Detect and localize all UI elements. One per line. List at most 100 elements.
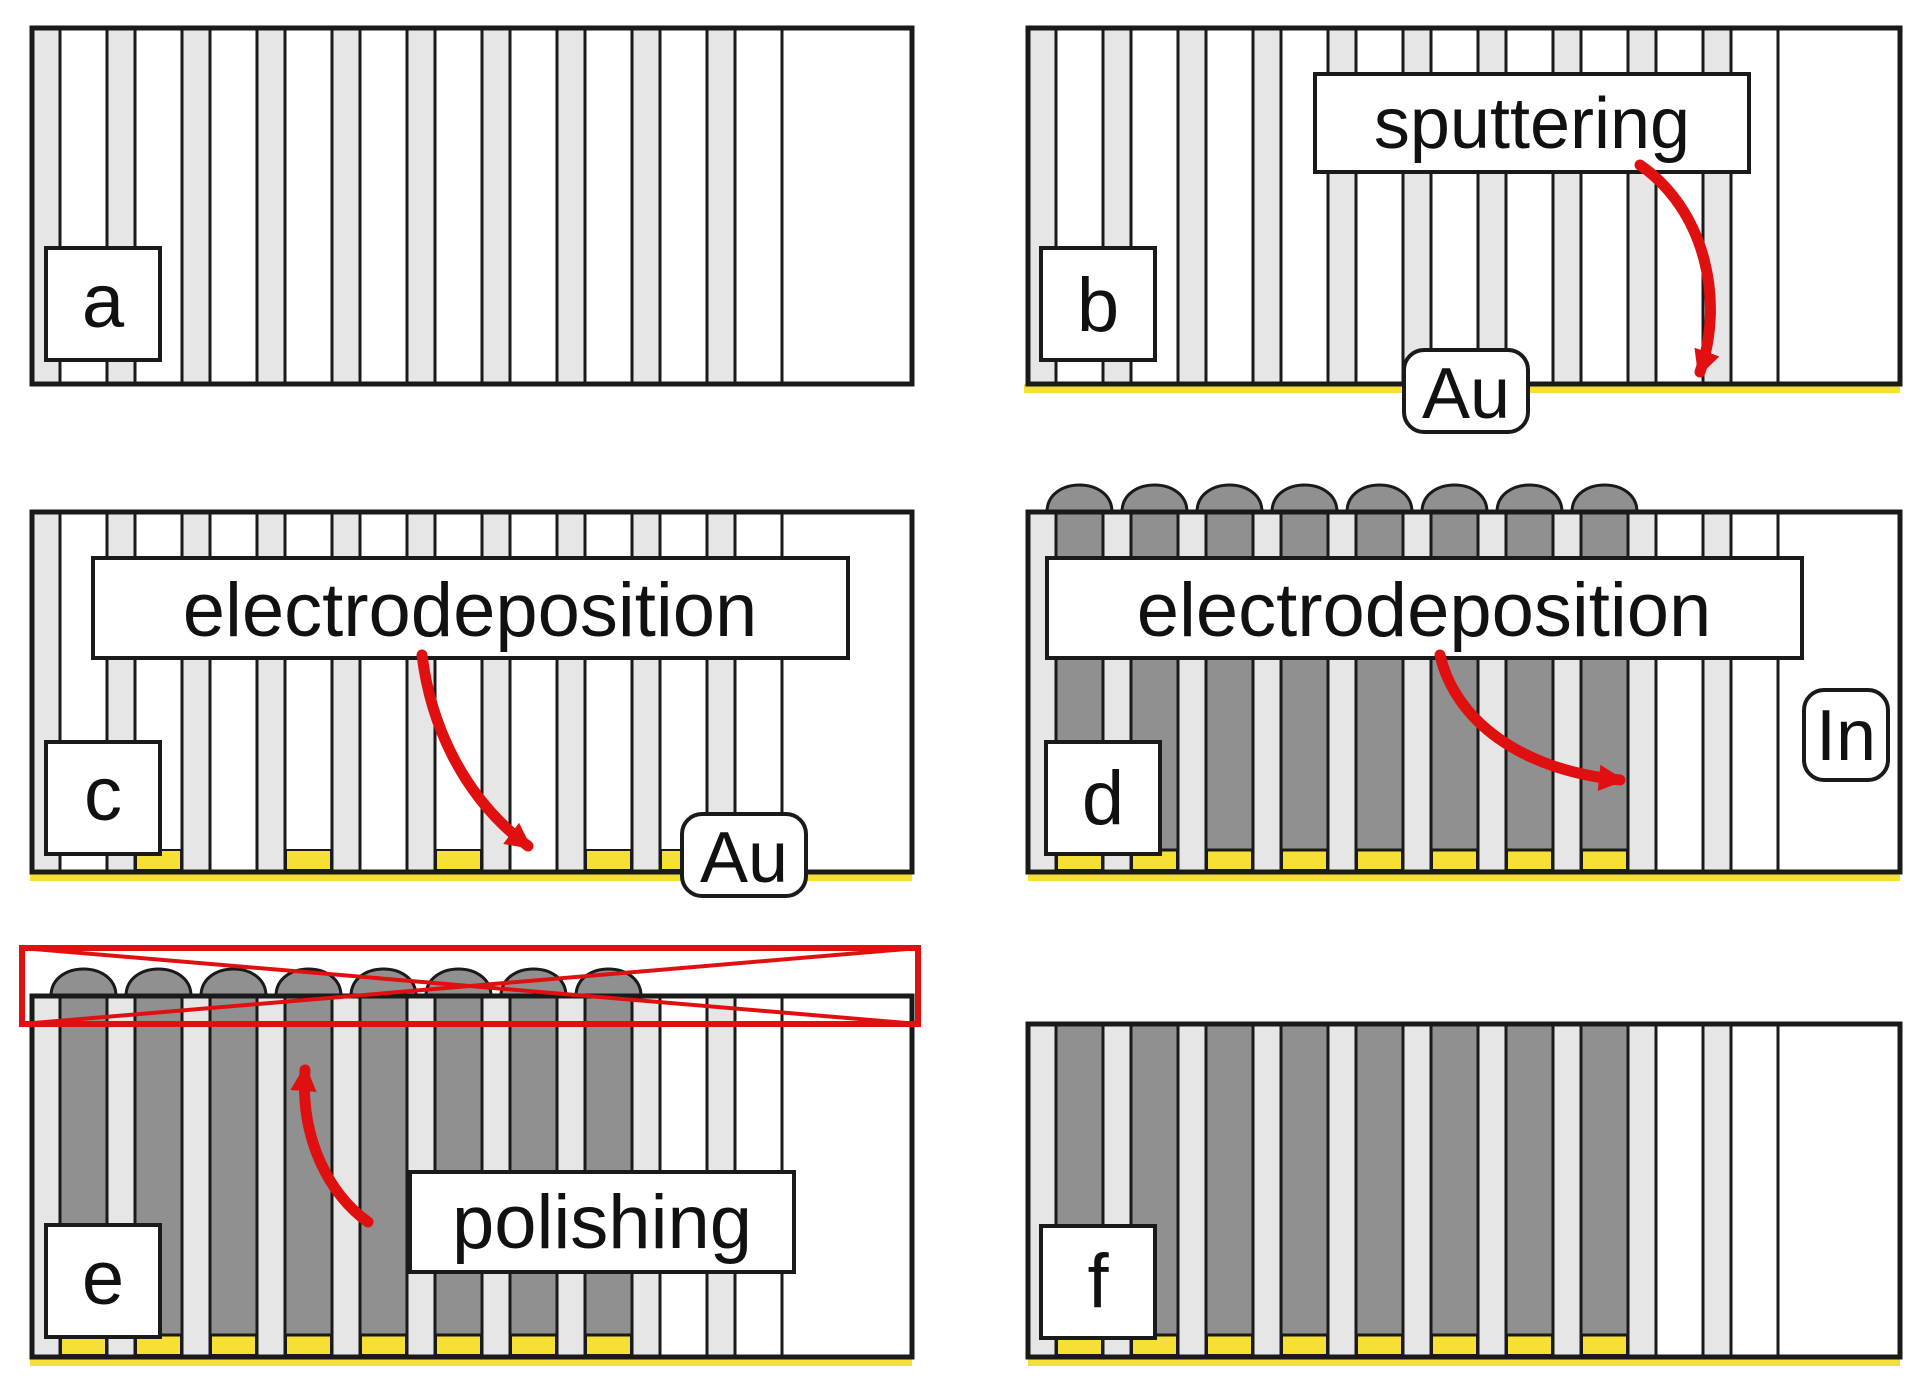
indium-badge: In — [1802, 688, 1890, 782]
gold-plug — [1581, 1334, 1628, 1356]
panel-e-label-box: e — [44, 1223, 162, 1339]
indium-label: In — [1816, 696, 1876, 776]
gold-plug — [1281, 849, 1328, 871]
pore — [1204, 26, 1255, 386]
gold-plug — [1506, 849, 1553, 871]
panel-f-label: f — [1087, 1239, 1109, 1324]
panel-d-label-box: d — [1044, 740, 1162, 856]
indium-cap — [1195, 483, 1264, 514]
pore — [508, 26, 559, 386]
electrodeposition-arrow-c — [416, 649, 534, 852]
electrodeposition-label-c: electrodeposition — [183, 568, 758, 653]
pore — [583, 26, 634, 386]
panel-d-frame — [1025, 509, 1903, 875]
panel-d-label: d — [1082, 756, 1124, 841]
panel-e: e polishing — [19, 945, 921, 1366]
indium-wire — [433, 994, 484, 1337]
gold-plug — [435, 849, 482, 871]
indium-cap — [1120, 483, 1189, 514]
indium-wire — [1429, 1022, 1480, 1337]
gold-badge-c: Au — [680, 812, 808, 898]
gold-plug — [1581, 849, 1628, 871]
panel-b-label: b — [1077, 263, 1119, 348]
indium-wire — [508, 994, 559, 1337]
pore — [283, 26, 334, 386]
pore — [358, 26, 409, 386]
indium-wire — [583, 994, 634, 1337]
polishing-arrow — [290, 1064, 374, 1228]
pore — [1654, 1022, 1705, 1359]
polishing-label: polishing — [452, 1180, 752, 1265]
gold-plug — [1281, 1334, 1328, 1356]
panel-a-label: a — [82, 259, 125, 344]
gold-label-b: Au — [1422, 354, 1510, 434]
gold-label-c: Au — [700, 818, 788, 898]
panel-f-gold-layer — [1028, 1357, 1900, 1366]
pore — [733, 26, 784, 386]
gold-plug — [585, 1334, 632, 1356]
sputtering-callout: sputtering — [1313, 72, 1751, 174]
gold-plug — [1356, 849, 1403, 871]
indium-cap — [1045, 483, 1114, 514]
panel-d-gold-layer — [1028, 872, 1900, 881]
gold-plug — [1506, 1334, 1553, 1356]
panel-a-columns — [32, 26, 784, 386]
panel-c-label: c — [84, 752, 122, 837]
panel-c-gold-layer — [30, 872, 912, 881]
panel-a: a — [29, 25, 915, 387]
gold-plug — [1356, 1334, 1403, 1356]
gold-plug — [1431, 1334, 1478, 1356]
panel-a-label-box: a — [44, 246, 162, 362]
panel-e-label: e — [82, 1236, 124, 1321]
indium-cap — [1270, 483, 1339, 514]
indium-cap — [1420, 483, 1489, 514]
indium-wire — [1279, 1022, 1330, 1337]
pore — [208, 26, 259, 386]
indium-cap — [199, 967, 268, 998]
panel-b: b sputtering Au — [1024, 25, 1903, 434]
electrodeposition-callout-c: electrodeposition — [91, 556, 850, 660]
gold-plug — [360, 1334, 407, 1356]
indium-cap — [274, 967, 343, 998]
polish-removal-zone — [19, 945, 921, 1027]
pore — [1729, 1022, 1780, 1359]
electrodeposition-label-d: electrodeposition — [1137, 568, 1712, 653]
gold-plug — [1206, 1334, 1253, 1356]
indium-cap — [1495, 483, 1564, 514]
gold-plug — [1431, 849, 1478, 871]
panel-e-frame — [29, 993, 915, 1360]
panel-e-gold-layer — [30, 1357, 912, 1366]
panel-f-frame — [1025, 1021, 1903, 1360]
gold-plug — [285, 849, 332, 871]
electrodeposition-arrow-d — [1434, 649, 1626, 792]
panel-a-frame — [29, 25, 915, 387]
indium-wire — [208, 994, 259, 1337]
sputtering-arrow — [1634, 159, 1720, 378]
panel-e-gold-plugs — [60, 1334, 632, 1356]
panel-b-label-box: b — [1039, 246, 1157, 362]
panel-d: d electrodeposition In — [1025, 483, 1903, 881]
panel-c: c electrodeposition Au — [29, 509, 915, 898]
pore — [433, 26, 484, 386]
gold-badge-b: Au — [1402, 348, 1530, 434]
gold-plug — [1206, 849, 1253, 871]
indium-cap — [1570, 483, 1639, 514]
gold-plug — [210, 1334, 257, 1356]
panel-c-frame — [29, 509, 915, 875]
sputtering-label: sputtering — [1374, 84, 1690, 164]
gold-plug — [435, 1334, 482, 1356]
polishing-callout: polishing — [408, 1170, 796, 1274]
panel-e-indium-wires — [49, 967, 643, 1337]
indium-wire — [1354, 1022, 1405, 1337]
electrodeposition-callout-d: electrodeposition — [1045, 556, 1804, 660]
panel-f-label-box: f — [1039, 1224, 1157, 1340]
gold-plug — [285, 1334, 332, 1356]
indium-wire — [1504, 1022, 1555, 1337]
panel-c-label-box: c — [44, 740, 162, 856]
indium-cap — [1345, 483, 1414, 514]
gold-plug — [510, 1334, 557, 1356]
indium-cap — [49, 967, 118, 998]
indium-wire — [1579, 1022, 1630, 1337]
gold-plug — [585, 849, 632, 871]
